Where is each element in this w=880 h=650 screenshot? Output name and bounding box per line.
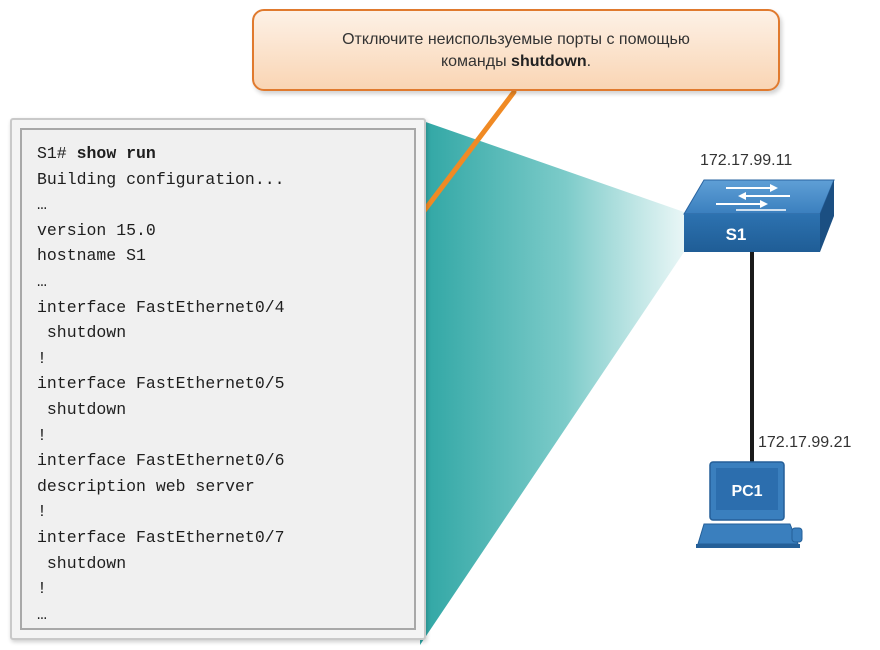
config-line: Building configuration... xyxy=(37,169,285,189)
config-line: ! xyxy=(37,502,47,522)
terminal-output: S1# show run Building configuration... …… xyxy=(20,128,416,630)
callout-line-2: команды shutdown. xyxy=(440,53,592,70)
terminal-command: show run xyxy=(76,144,156,163)
config-line: interface FastEthernet0/6 xyxy=(37,451,285,471)
switch-label: S1 xyxy=(726,225,747,244)
terminal-prompt-line: S1# show run xyxy=(37,141,414,167)
config-line: hostname S1 xyxy=(37,246,146,266)
pc-icon: PC1 xyxy=(696,461,803,548)
config-line: shutdown xyxy=(37,323,127,343)
config-line: version 15.0 xyxy=(37,220,156,240)
config-line: shutdown xyxy=(37,553,127,573)
terminal-prompt: S1# xyxy=(37,144,67,163)
switch-ip-label: 172.17.99.11 xyxy=(700,152,793,169)
config-line: interface FastEthernet0/5 xyxy=(37,374,285,394)
config-line: description web server xyxy=(37,476,255,496)
pc-ip-label: 172.17.99.21 xyxy=(758,434,852,451)
config-line: interface FastEthernet0/7 xyxy=(37,527,285,547)
config-line: ! xyxy=(37,425,47,445)
config-line: … xyxy=(37,195,47,215)
config-line: shutdown xyxy=(37,399,127,419)
callout-line-1: Отключите неиспользуемые порты с помощью xyxy=(342,31,690,48)
terminal-frame: S1# show run Building configuration... …… xyxy=(10,118,426,640)
pc-label: PC1 xyxy=(731,483,762,500)
callout-note: Отключите неиспользуемые порты с помощью… xyxy=(252,9,780,91)
config-line: ! xyxy=(37,579,47,599)
switch-icon: S1 xyxy=(683,179,835,252)
config-line: … xyxy=(37,604,47,624)
focus-beam xyxy=(420,120,684,645)
config-line: interface FastEthernet0/4 xyxy=(37,297,285,317)
config-line: … xyxy=(37,271,47,291)
shutdown-keyword: shutdown xyxy=(511,53,587,70)
config-line: ! xyxy=(37,348,47,368)
